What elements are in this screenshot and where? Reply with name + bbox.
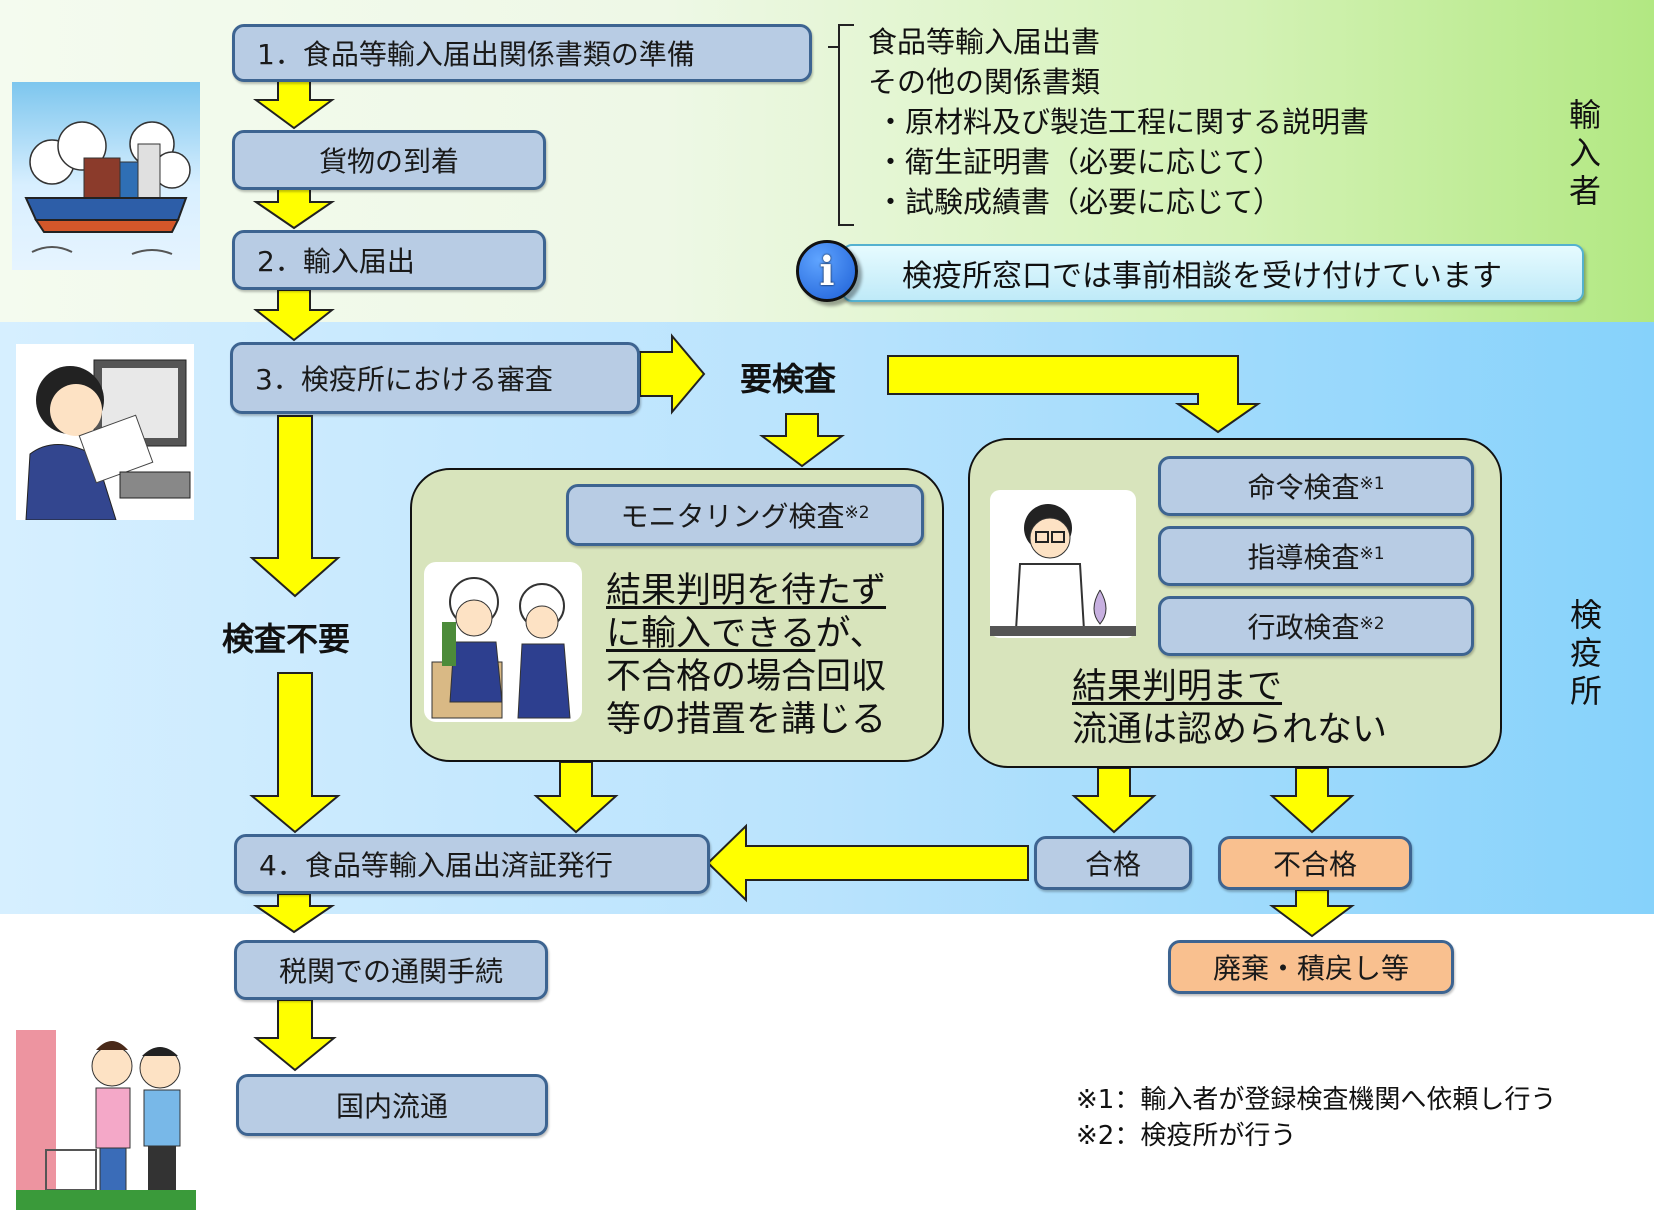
result-fail-box[interactable]: 不合格 bbox=[1218, 836, 1412, 890]
footnote-mark: ※1 bbox=[1359, 474, 1385, 494]
doc-import-notification-form: 食品等輸入届出書 bbox=[868, 25, 1101, 59]
monitoring-inspection-label: モニタリング検査 bbox=[620, 500, 845, 533]
field-inspectors-illustration bbox=[424, 562, 582, 722]
monitoring-line-1: 結果判明を待たず bbox=[606, 571, 887, 611]
arrow-bent bbox=[887, 355, 1262, 434]
consultation-info-text: 検疫所窓口では事前相談を受け付けています bbox=[902, 259, 1502, 294]
administrative-inspection-box[interactable]: 行政検査※2 bbox=[1158, 596, 1474, 656]
arrow-down bbox=[249, 415, 341, 598]
zone-label-importer: 輸入者 bbox=[1568, 96, 1601, 210]
footnote-mark: ※1 bbox=[1359, 544, 1385, 564]
inspection-line-2: 流通は認められない bbox=[1072, 710, 1388, 750]
inspection-required-label: 要検査 bbox=[740, 360, 837, 398]
footnote-mark: ※2 bbox=[844, 503, 870, 523]
arrow-down bbox=[1071, 767, 1157, 834]
disposal-label: 廃棄・積戻し等 bbox=[1212, 952, 1409, 985]
doc-item: ・原材料及び製造工程に関する説明書 bbox=[876, 105, 1370, 139]
step-4-certificate-issued[interactable]: 4．食品等輸入届出済証発行 bbox=[234, 834, 710, 894]
domestic-distribution-label: 国内流通 bbox=[335, 1090, 448, 1123]
step-1-label: 1．食品等輸入届出関係書類の準備 bbox=[257, 38, 695, 71]
footnote-1: ※1：輸入者が登録検査機関へ依頼し行う bbox=[1076, 1085, 1557, 1115]
arrow-down bbox=[252, 893, 336, 934]
ordered-inspection-label: 命令検査 bbox=[1247, 471, 1360, 504]
arrow-down bbox=[1269, 889, 1355, 938]
inspection-line-1: 結果判明まで bbox=[1072, 667, 1283, 707]
no-inspection-label: 検査不要 bbox=[222, 620, 351, 658]
doc-item: ・試験成績書（必要に応じて） bbox=[876, 185, 1283, 219]
step-cargo-arrival[interactable]: 貨物の到着 bbox=[232, 130, 546, 190]
step-domestic-distribution[interactable]: 国内流通 bbox=[236, 1074, 548, 1136]
footnote-mark: ※2 bbox=[1359, 614, 1385, 634]
arrow-down bbox=[1269, 767, 1355, 834]
arrow-down bbox=[533, 761, 619, 834]
step-4-label: 4．食品等輸入届出済証発行 bbox=[259, 849, 613, 882]
lab-scientist-illustration bbox=[990, 490, 1136, 638]
disposal-box[interactable]: 廃棄・積戻し等 bbox=[1168, 940, 1454, 994]
administrative-inspection-label: 行政検査 bbox=[1247, 611, 1360, 644]
guidance-inspection-label: 指導検査 bbox=[1247, 541, 1360, 574]
consultation-info-banner[interactable]: 検疫所窓口では事前相談を受け付けています bbox=[842, 244, 1584, 302]
footnotes: ※1：輸入者が登録検査機関へ依頼し行う ※2：検疫所が行う bbox=[1076, 1082, 1556, 1154]
cargo-ship-illustration bbox=[12, 82, 200, 270]
arrow-down bbox=[253, 289, 335, 342]
monitoring-description: 結果判明を待たず に輸入できるが、 不合格の場合回収 等の措置を講じる bbox=[606, 570, 886, 742]
step-3-label: 3．検疫所における審査 bbox=[255, 363, 553, 396]
ordered-inspection-box[interactable]: 命令検査※1 bbox=[1158, 456, 1474, 516]
arrow-down bbox=[252, 187, 336, 230]
arrow-down bbox=[759, 413, 845, 468]
result-pass-box[interactable]: 合格 bbox=[1034, 836, 1192, 890]
arrow-right bbox=[639, 333, 706, 415]
inspection-description: 結果判明まで 流通は認められない bbox=[1072, 666, 1387, 752]
documents-bracket bbox=[838, 24, 854, 226]
arrow-left bbox=[706, 823, 1029, 903]
documents-list: 食品等輸入届出書 その他の関係書類 ・原材料及び製造工程に関する説明書 ・衛生証… bbox=[868, 22, 1369, 222]
info-icon: i bbox=[796, 240, 858, 302]
arrow-down bbox=[249, 672, 341, 834]
guidance-inspection-box[interactable]: 指導検査※1 bbox=[1158, 526, 1474, 586]
monitoring-line-2: に輸入できるが、 bbox=[606, 614, 885, 654]
result-fail-label: 不合格 bbox=[1272, 848, 1357, 881]
step-2-import-notification[interactable]: 2．輸入届出 bbox=[232, 230, 546, 290]
step-3-quarantine-review[interactable]: 3．検疫所における審査 bbox=[230, 342, 640, 414]
result-pass-label: 合格 bbox=[1084, 848, 1141, 881]
doc-other-documents: その他の関係書類 bbox=[868, 65, 1101, 99]
step-customs-clearance[interactable]: 税関での通関手続 bbox=[234, 940, 548, 1000]
monitoring-line-3: 不合格の場合回収 bbox=[606, 657, 887, 697]
footnote-2: ※2：検疫所が行う bbox=[1076, 1121, 1297, 1151]
customs-clearance-label: 税関での通関手続 bbox=[278, 955, 503, 988]
monitoring-inspection-box[interactable]: モニタリング検査※2 bbox=[566, 484, 924, 546]
cargo-arrival-label: 貨物の到着 bbox=[318, 145, 459, 178]
officer-at-computer-illustration bbox=[16, 344, 194, 521]
shoppers-illustration bbox=[16, 1030, 196, 1210]
step-2-label: 2．輸入届出 bbox=[257, 245, 415, 278]
zone-label-quarantine: 検疫所 bbox=[1569, 596, 1602, 710]
arrow-down bbox=[252, 79, 336, 130]
doc-item: ・衛生証明書（必要に応じて） bbox=[876, 145, 1283, 179]
step-1-prepare-documents[interactable]: 1．食品等輸入届出関係書類の準備 bbox=[232, 24, 812, 82]
arrow-down bbox=[253, 999, 337, 1072]
monitoring-line-4: 等の措置を講じる bbox=[606, 700, 887, 740]
bracket-tick bbox=[828, 46, 840, 48]
